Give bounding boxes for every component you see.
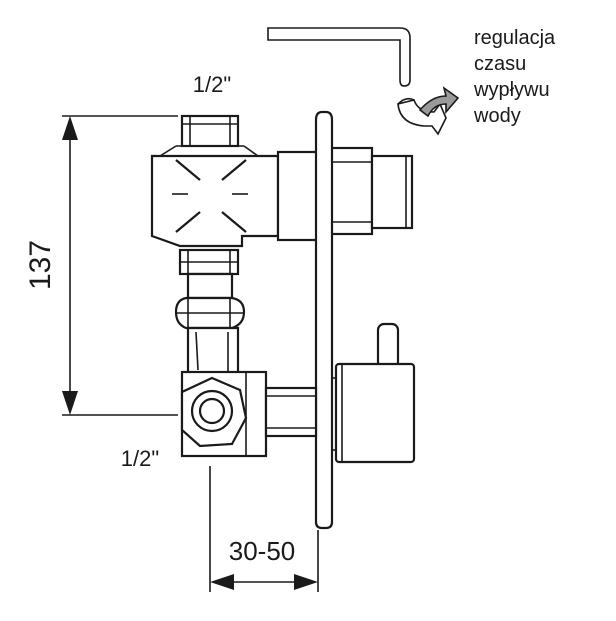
regulation-note: regulacja czasu wypływu wody (473, 27, 556, 127)
mixer-handle (332, 322, 416, 464)
lever-stem (376, 322, 400, 370)
middle-pipe (174, 248, 246, 382)
upper-cartridge (276, 146, 414, 242)
depth-arrow-right (294, 574, 318, 590)
cover-plate (314, 110, 334, 530)
top-inlet-nipple (180, 114, 240, 148)
height-dimension: 137 (24, 115, 178, 416)
depth-label: 30-50 (229, 536, 296, 566)
note-line-3: wypływu (473, 79, 550, 101)
height-label: 137 (24, 240, 57, 290)
upper-bushing (328, 146, 374, 236)
upper-connector (276, 150, 320, 242)
height-arrow-bottom (62, 391, 78, 415)
depth-dimension: 30-50 (209, 466, 319, 592)
bottom-thread-label: 1/2" (121, 446, 159, 471)
depth-arrow-left (210, 574, 234, 590)
note-line-2: czasu (474, 53, 526, 75)
top-thread-label: 1/2" (193, 72, 231, 97)
lower-valve-body (180, 370, 318, 458)
valve-housing (150, 154, 280, 248)
rotate-arrow-icon (397, 86, 460, 136)
top-inlet (180, 114, 240, 148)
upper-valve-body (150, 145, 280, 248)
note-line-4: wody (473, 105, 521, 127)
allen-key-icon (267, 27, 411, 87)
height-arrow-top (62, 116, 78, 140)
handle-block (334, 362, 416, 464)
note-line-1: regulacja (474, 27, 556, 49)
lower-port-inner (198, 397, 226, 425)
